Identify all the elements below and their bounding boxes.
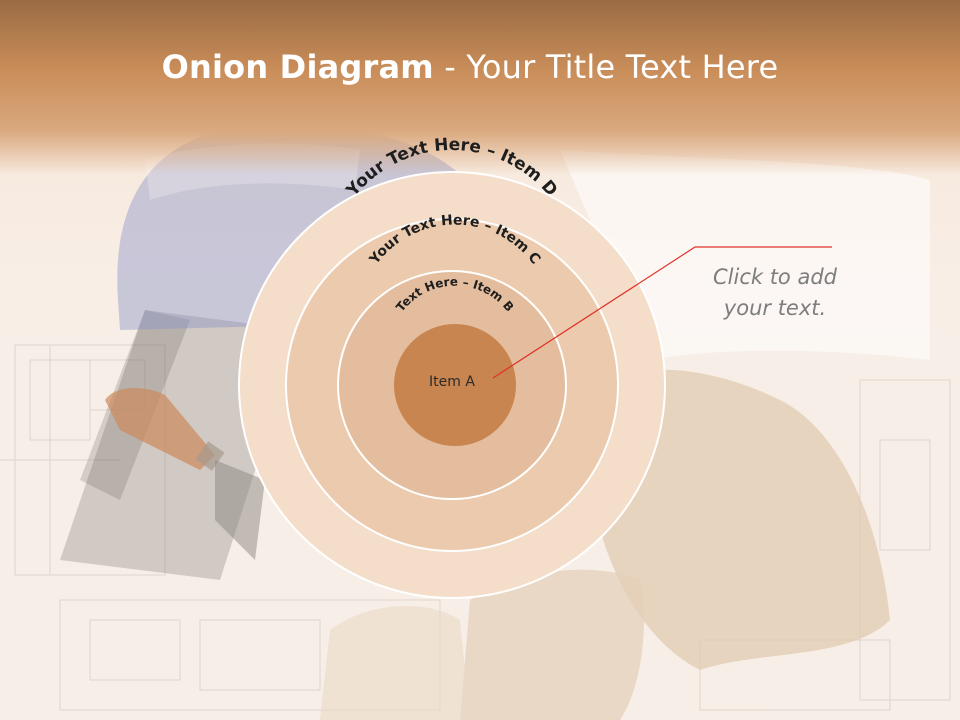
ring-item-a[interactable] [394, 324, 516, 446]
title-bold: Onion Diagram [161, 48, 434, 86]
callout-line [492, 246, 832, 379]
callout-line-2: your text. [723, 296, 827, 320]
header-band [0, 0, 960, 175]
callout-line-1: Click to add [712, 265, 837, 289]
slide-title[interactable]: Onion Diagram - Your Title Text Here [0, 48, 940, 86]
callout-text[interactable]: Click to add your text. [690, 262, 860, 324]
title-rest: - Your Title Text Here [433, 48, 779, 86]
label-item-a: Item A [429, 374, 475, 390]
